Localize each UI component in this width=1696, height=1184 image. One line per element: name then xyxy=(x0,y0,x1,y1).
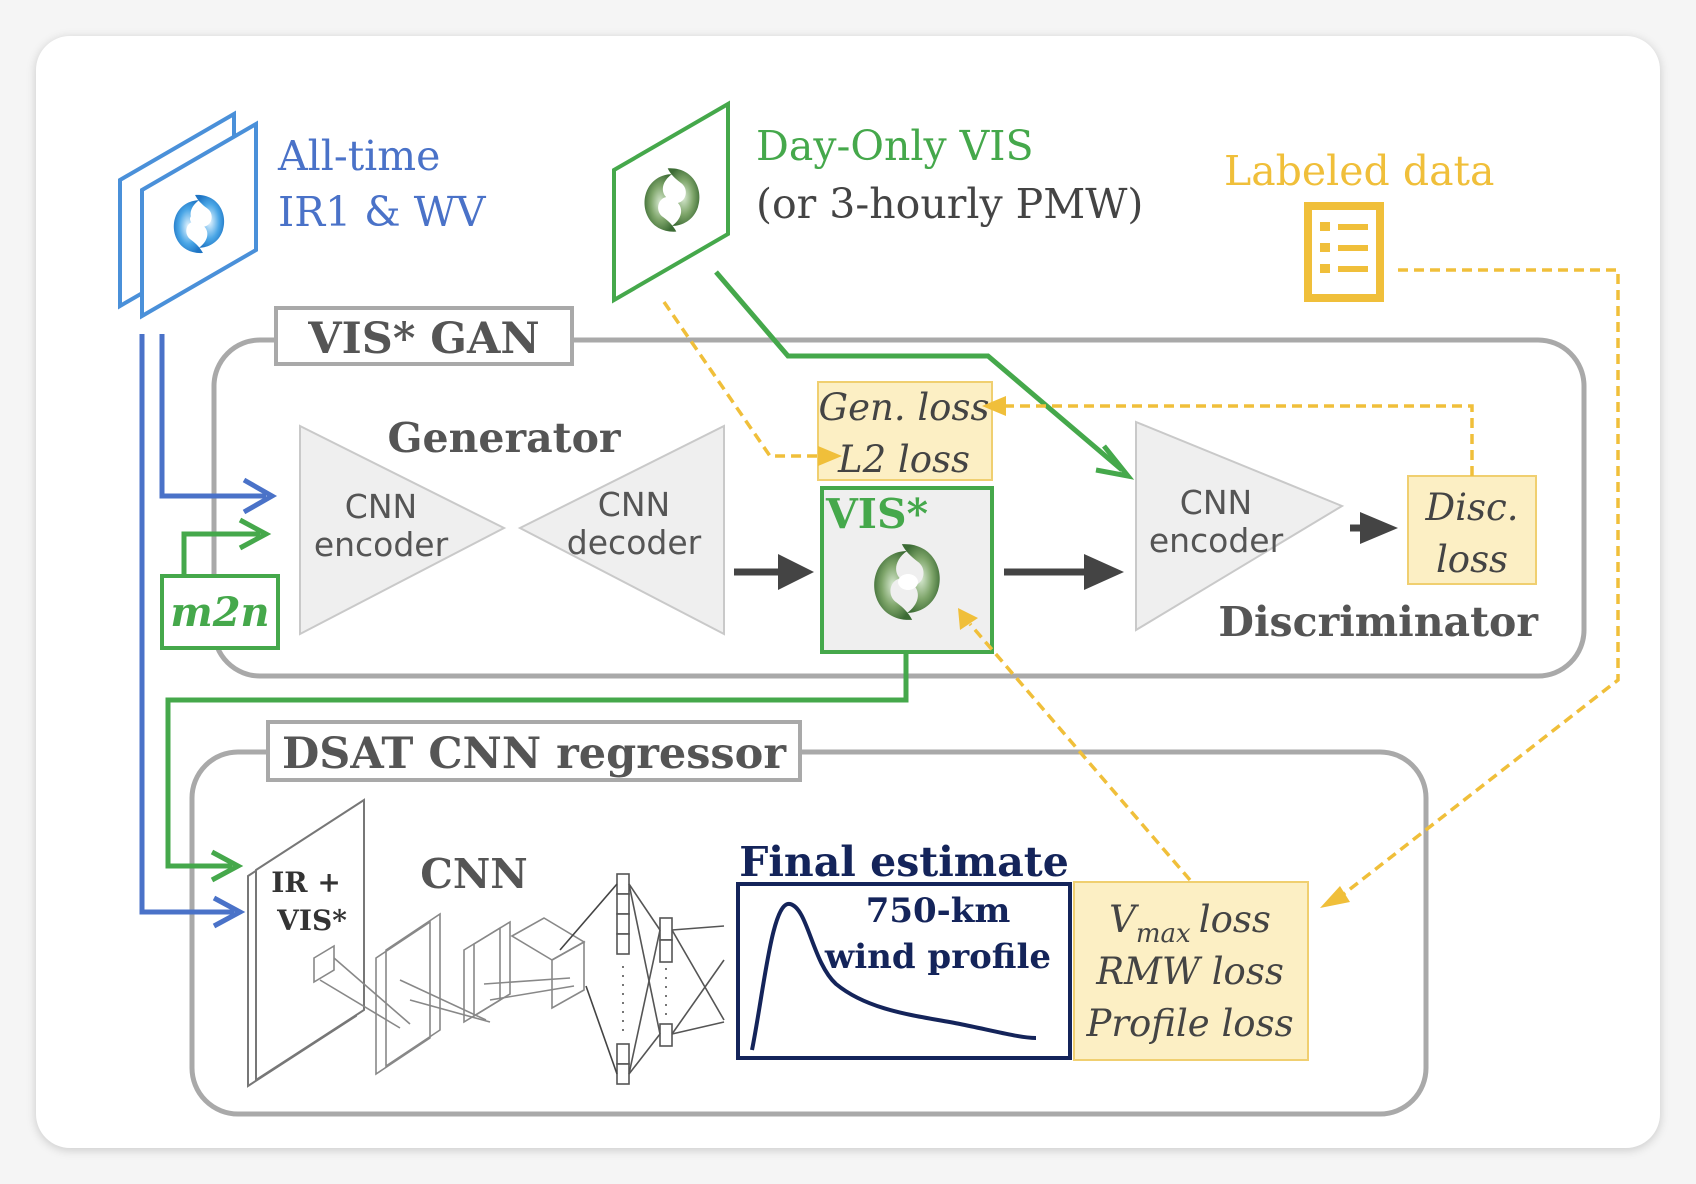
rmw-loss-label: RMW loss xyxy=(1095,950,1284,993)
vis-to-discriminator-arrowhead xyxy=(1095,444,1135,480)
ir-input-line1: All-time xyxy=(277,132,440,180)
disc-loss-line2: loss xyxy=(1436,538,1508,581)
m2n-to-generator-connector xyxy=(181,531,260,576)
vis-to-discriminator-connector xyxy=(714,270,1124,472)
dsat-input-slab xyxy=(247,798,365,1088)
gan-group-box xyxy=(211,337,1587,679)
labeled-to-regressor-loss-connector xyxy=(1334,268,1620,902)
final-estimate-label: Final estimate xyxy=(739,838,1069,886)
disc-loss-line1: Disc. xyxy=(1425,486,1519,529)
ir-input-frames xyxy=(118,110,258,320)
generator-encoder-line2: encoder xyxy=(314,525,449,564)
ir-to-dsat-connector xyxy=(139,334,234,915)
generator-decoder-line2: decoder xyxy=(567,523,702,562)
m2n-label: m2n xyxy=(170,589,269,636)
gen-loss-box xyxy=(817,381,993,481)
wind-profile-line1: 750-km xyxy=(866,891,1011,931)
dsat-group-box xyxy=(189,749,1429,1117)
discriminator-encoder xyxy=(1135,420,1345,632)
dsat-title: DSAT CNN regressor xyxy=(282,729,787,779)
labeled-to-regressor-loss-arrowhead xyxy=(1320,886,1350,908)
vis-input-frame xyxy=(612,100,730,304)
m2n-box xyxy=(160,574,280,650)
discriminator-to-loss-arrowhead xyxy=(1360,512,1398,544)
vmax-loss-v: V xyxy=(1109,898,1139,941)
discriminator-encoder-line1: CNN xyxy=(1180,483,1252,522)
gan-title-box xyxy=(274,306,574,366)
vis-star-to-dsat-arrowhead xyxy=(210,849,244,883)
document-list-icon xyxy=(1304,202,1384,302)
dsat-input-line2: VIS* xyxy=(276,904,347,937)
dsat-title-box xyxy=(266,720,802,782)
vis-to-l2-loss-arrowhead xyxy=(818,446,842,466)
generator-encoder-line1: CNN xyxy=(345,487,417,526)
wind-profile-curve xyxy=(750,902,1037,1051)
disc-loss-to-gen-loss-connector xyxy=(1000,404,1474,476)
ir-input-line2: IR1 & WV xyxy=(278,188,487,236)
regressor-loss-box xyxy=(1073,881,1309,1061)
vis-star-label: VIS* xyxy=(825,490,928,538)
dsat-cnn-label: CNN xyxy=(420,850,528,898)
vis-star-to-discriminator-arrowhead xyxy=(1084,554,1124,590)
generator-label: Generator xyxy=(387,414,621,462)
labeled-data-label: Labeled data xyxy=(1224,147,1494,195)
ir-to-generator-arrowhead xyxy=(242,477,278,515)
vis-input-line2: (or 3-hourly PMW) xyxy=(756,180,1143,228)
generator-encoder xyxy=(299,424,507,636)
m2n-to-generator-arrowhead xyxy=(238,517,272,551)
wind-profile-box xyxy=(736,882,1072,1060)
discriminator-encoder-line2: encoder xyxy=(1149,521,1284,560)
vis-star-to-dsat-connector xyxy=(165,652,909,869)
generator-decoder-line1: CNN xyxy=(598,485,670,524)
ir-to-generator-connector xyxy=(159,334,266,499)
regressor-loss-to-vis-star-connector xyxy=(968,622,1192,882)
vmax-loss-sub: max xyxy=(1136,919,1191,949)
vis-input-line1: Day-Only VIS xyxy=(756,122,1034,170)
cnn-feature-maps xyxy=(313,912,586,1076)
fully-connected-layers xyxy=(559,873,725,1085)
wind-profile-line2: wind profile xyxy=(824,937,1051,977)
gen-loss-label: Gen. loss xyxy=(819,386,990,429)
disc-loss-box xyxy=(1407,475,1537,585)
l2-loss-label: L2 loss xyxy=(837,438,970,481)
dsat-input-line1: IR + xyxy=(271,866,341,899)
vis-to-l2-loss-connector xyxy=(662,301,820,458)
disc-loss-to-gen-loss-arrowhead xyxy=(982,396,1006,416)
discriminator-label: Discriminator xyxy=(1218,598,1539,646)
regressor-loss-to-vis-star-arrowhead xyxy=(958,608,978,630)
gan-title: VIS* GAN xyxy=(307,314,539,364)
ir-to-dsat-arrowhead xyxy=(212,895,246,929)
profile-loss-label: Profile loss xyxy=(1085,1002,1293,1045)
generator-decoder xyxy=(517,424,725,636)
decoder-to-vis-star-arrowhead xyxy=(778,554,814,590)
vmax-loss-suffix: loss xyxy=(1199,898,1271,941)
